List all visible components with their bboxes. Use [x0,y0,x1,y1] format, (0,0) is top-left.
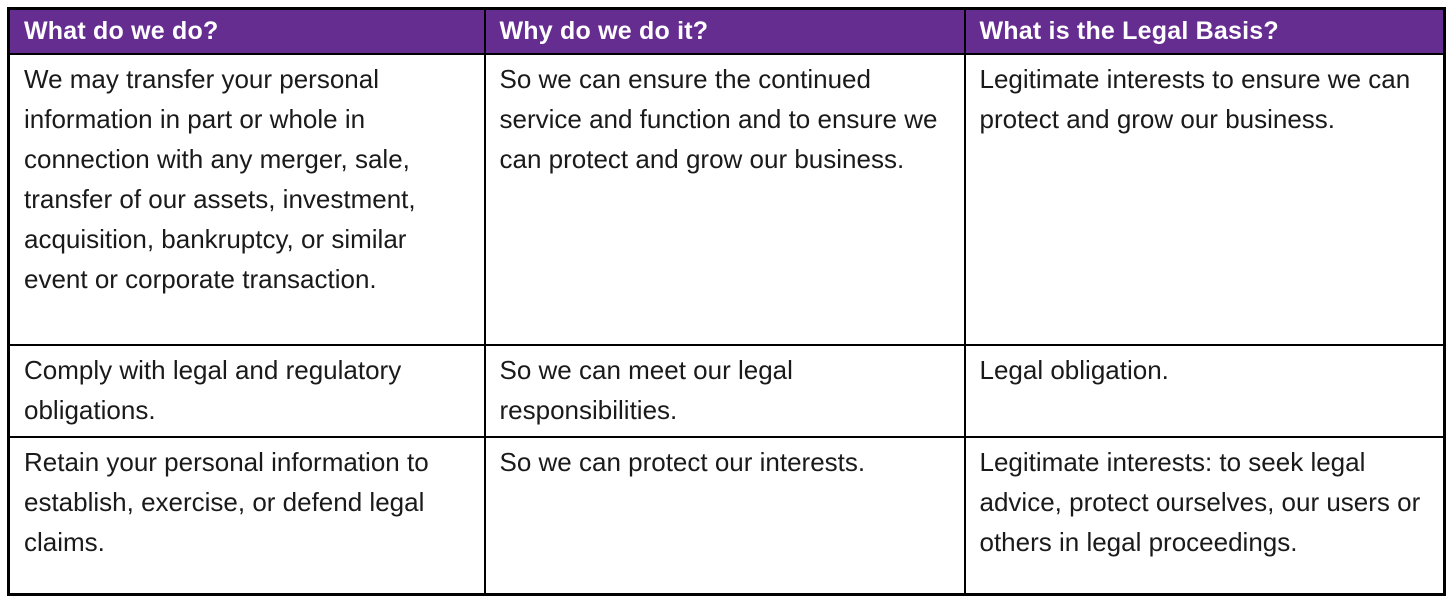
cell-why-row3: So we can protect our interests. [483,435,966,596]
column-header-legal-basis: What is the Legal Basis? [963,7,1446,55]
cell-why-row1: So we can ensure the continued service a… [483,52,966,346]
column-header-why-do-we-do-it: Why do we do it? [483,7,966,55]
cell-legal-basis-row3: Legitimate interests: to seek legal advi… [963,435,1446,596]
column-header-what-do-we-do: What do we do? [7,7,486,55]
cell-what-row3: Retain your personal information to esta… [7,435,486,596]
table-row: Comply with legal and regulatory obligat… [7,343,1446,438]
cell-what-row1: We may transfer your personal informatio… [7,52,486,346]
table-row: Retain your personal information to esta… [7,435,1446,596]
table-row: We may transfer your personal informatio… [7,52,1446,346]
cell-legal-basis-row1: Legitimate interests to ensure we can pr… [963,52,1446,346]
cell-what-row2: Comply with legal and regulatory obligat… [7,343,486,438]
cell-legal-basis-row2: Legal obligation. [963,343,1446,438]
cell-why-row2: So we can meet our legal responsibilitie… [483,343,966,438]
table-header-row: What do we do? Why do we do it? What is … [7,7,1446,55]
privacy-table: What do we do? Why do we do it? What is … [7,7,1446,596]
